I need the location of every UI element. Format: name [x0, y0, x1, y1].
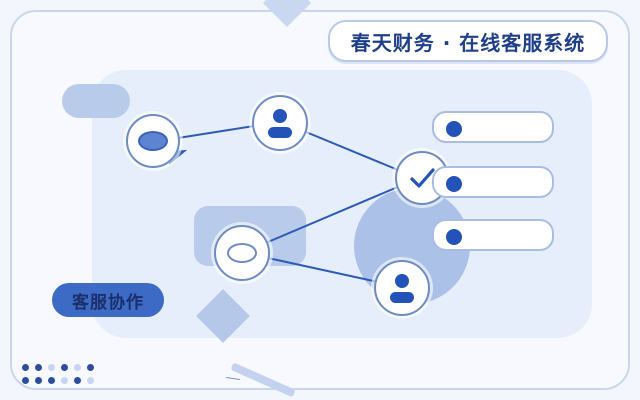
- user-icon: [268, 109, 292, 138]
- bullet-dot-icon: [446, 229, 462, 245]
- list-item-2: [432, 166, 554, 198]
- edge-user-to-check: [305, 131, 399, 171]
- bullet-dot-icon: [446, 176, 462, 192]
- decor-pill: [62, 84, 130, 118]
- user-icon: [390, 274, 414, 303]
- edge-chat-to-user: [177, 125, 255, 139]
- page-title: 春天财务 · 在线客服系统: [350, 30, 586, 55]
- edge-chat-to-user-lower: [267, 257, 379, 283]
- title-banner: 春天财务 · 在线客服系统: [328, 20, 608, 62]
- checkmark-icon: [410, 168, 435, 188]
- chat-bubble-icon: [138, 131, 168, 151]
- collab-badge: 客服协作: [52, 283, 164, 317]
- node-chat-top: [126, 114, 180, 168]
- list-item-3: [432, 219, 554, 251]
- list-item-1: [432, 111, 554, 143]
- badge-label: 客服协作: [72, 292, 144, 313]
- chat-bubble-icon: [227, 243, 257, 263]
- node-chat-lower: [214, 225, 270, 281]
- node-user-lower: [374, 260, 430, 316]
- edge-chat-to-check: [267, 185, 401, 243]
- bullet-dot-icon: [446, 121, 462, 137]
- node-user-top: [252, 95, 308, 151]
